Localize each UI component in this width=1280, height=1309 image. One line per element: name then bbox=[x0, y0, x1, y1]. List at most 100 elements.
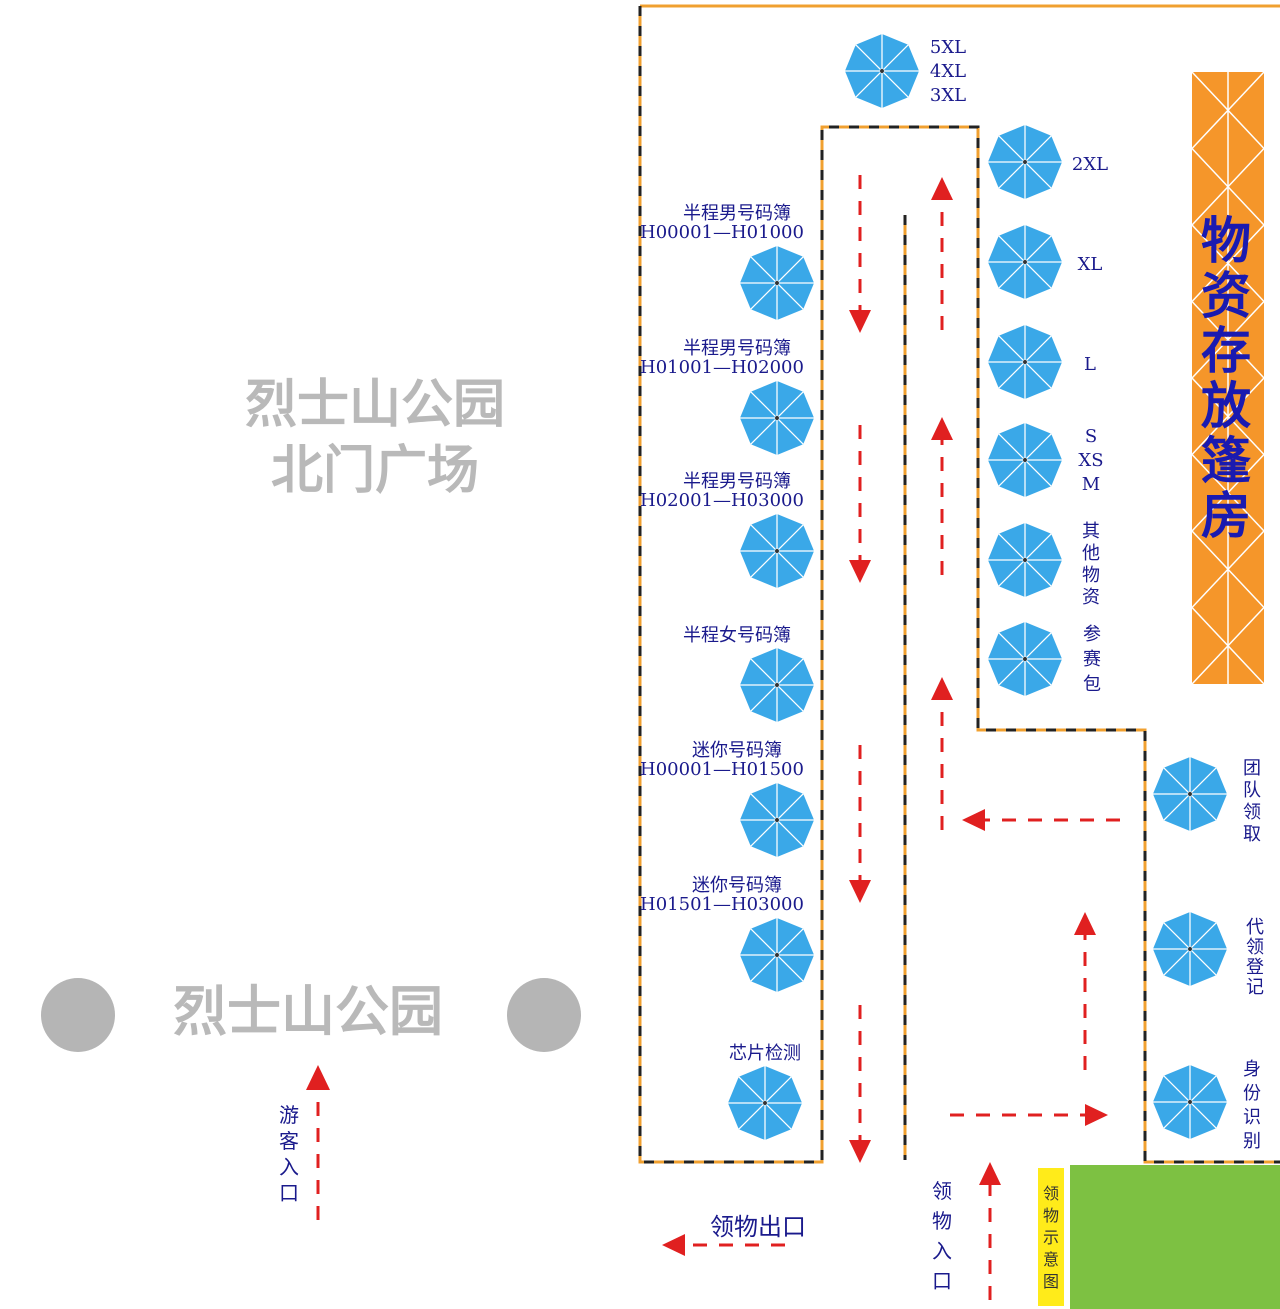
size-label: S bbox=[1085, 426, 1097, 447]
plaza-title-line2: 北门广场 bbox=[271, 440, 479, 501]
booth-title: 半程女号码簿 bbox=[683, 625, 791, 646]
flow-arrow-heads bbox=[662, 177, 1108, 1256]
booth-range: H01501—H03000 bbox=[640, 894, 804, 915]
booth-title: 芯片检测 bbox=[729, 1043, 801, 1064]
booth-title: 半程男号码簿 bbox=[683, 203, 791, 224]
umbrella-icon bbox=[739, 647, 815, 723]
size-label: XS bbox=[1078, 450, 1103, 471]
svg-text:代: 代 bbox=[1246, 917, 1264, 938]
size-label: 4XL bbox=[930, 61, 966, 82]
svg-text:入: 入 bbox=[932, 1239, 952, 1263]
umbrella-icon-id bbox=[1152, 1064, 1228, 1140]
legend-box bbox=[1038, 1168, 1064, 1306]
umbrella-icon-pack bbox=[987, 621, 1063, 697]
svg-text:示: 示 bbox=[1043, 1228, 1059, 1247]
gate-pillar-right bbox=[507, 978, 581, 1052]
svg-text:取: 取 bbox=[1243, 824, 1261, 845]
umbrella-icon-other bbox=[987, 522, 1063, 598]
grass-area bbox=[1070, 1165, 1280, 1309]
race-pack-label: 参赛包 bbox=[1083, 624, 1101, 695]
size-label: XL bbox=[1078, 254, 1103, 275]
umbrella-icon bbox=[739, 782, 815, 858]
svg-text:物: 物 bbox=[932, 1209, 952, 1233]
svg-text:物: 物 bbox=[1082, 565, 1100, 586]
svg-text:登: 登 bbox=[1246, 957, 1264, 978]
size-label: 3XL bbox=[930, 85, 966, 106]
umbrella-icon-proxy bbox=[1152, 911, 1228, 987]
svg-text:图: 图 bbox=[1043, 1272, 1059, 1291]
booth-title: 迷你号码簿 bbox=[692, 875, 782, 896]
svg-text:赛: 赛 bbox=[1083, 649, 1101, 670]
svg-text:资: 资 bbox=[1201, 266, 1251, 325]
booth-range: H02001—H03000 bbox=[640, 490, 804, 511]
umbrella-icon-3xl-5xl bbox=[844, 33, 920, 109]
plaza-title: 烈士山公园 北门广场 bbox=[245, 374, 505, 501]
booth-3: 半程女号码簿 bbox=[683, 625, 815, 723]
booth-6: 芯片检测 bbox=[727, 1043, 803, 1141]
booth-range: H00001—H01500 bbox=[640, 759, 804, 780]
svg-text:口: 口 bbox=[932, 1269, 952, 1293]
umbrella-icon-b2xl bbox=[987, 124, 1063, 200]
svg-text:资: 资 bbox=[1082, 587, 1100, 608]
svg-text:包: 包 bbox=[1083, 674, 1101, 695]
umbrella-icon-bxl bbox=[987, 224, 1063, 300]
arrow-head-icon bbox=[306, 1065, 330, 1090]
svg-text:物: 物 bbox=[1201, 211, 1251, 270]
booth-title: 半程男号码簿 bbox=[683, 471, 791, 492]
svg-text:记: 记 bbox=[1246, 977, 1264, 998]
svg-text:领: 领 bbox=[1043, 1184, 1059, 1203]
plaza-title-line1: 烈士山公园 bbox=[245, 374, 505, 435]
size-label: M bbox=[1082, 474, 1100, 495]
umbrella-icon bbox=[739, 245, 815, 321]
svg-text:他: 他 bbox=[1082, 543, 1100, 564]
svg-text:放: 放 bbox=[1201, 376, 1251, 435]
booth-range: H01001—H02000 bbox=[640, 357, 804, 378]
svg-text:识: 识 bbox=[1243, 1107, 1261, 1128]
left-booth-column: 半程男号码簿H00001—H01000半程男号码簿H01001—H02000半程… bbox=[640, 203, 815, 1141]
svg-text:参: 参 bbox=[1083, 624, 1101, 645]
svg-text:存: 存 bbox=[1201, 321, 1251, 380]
svg-text:意: 意 bbox=[1043, 1250, 1059, 1269]
booth-range: H00001—H01000 bbox=[640, 222, 804, 243]
svg-text:其: 其 bbox=[1082, 521, 1100, 542]
park-gate: 烈士山公园 bbox=[41, 978, 581, 1052]
svg-text:团: 团 bbox=[1243, 758, 1261, 779]
svg-text:队: 队 bbox=[1243, 780, 1261, 801]
svg-text:身: 身 bbox=[1243, 1059, 1261, 1080]
umbrella-icon bbox=[739, 917, 815, 993]
pickup-exit-label: 领物出口 bbox=[710, 1213, 806, 1241]
svg-text:篷: 篷 bbox=[1201, 431, 1251, 490]
venue-boundary bbox=[638, 4, 1280, 1164]
svg-text:房: 房 bbox=[1201, 486, 1251, 545]
svg-text:领: 领 bbox=[932, 1179, 952, 1203]
svg-text:领: 领 bbox=[1243, 802, 1261, 823]
umbrella-icon bbox=[727, 1065, 803, 1141]
svg-text:份: 份 bbox=[1243, 1083, 1261, 1104]
umbrella-icon bbox=[739, 380, 815, 456]
umbrella-icon bbox=[739, 513, 815, 589]
size-label: L bbox=[1084, 354, 1096, 375]
svg-text:物: 物 bbox=[1043, 1206, 1059, 1225]
svg-text:领: 领 bbox=[1246, 937, 1264, 958]
umbrella-icon-team bbox=[1152, 756, 1228, 832]
booth-title: 半程男号码簿 bbox=[683, 338, 791, 359]
svg-text:别: 别 bbox=[1243, 1131, 1261, 1152]
svg-text:入: 入 bbox=[279, 1155, 299, 1179]
